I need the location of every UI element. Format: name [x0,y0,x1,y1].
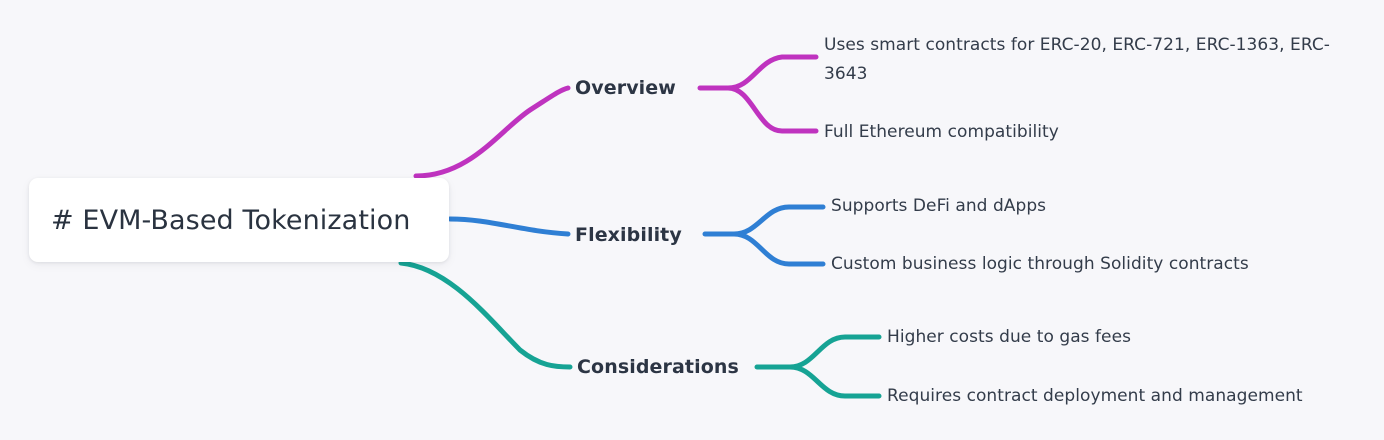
root-node[interactable]: # EVM-Based Tokenization [29,178,449,262]
leaf-node-ethereum-compatibility[interactable]: Full Ethereum compatibility [824,122,1059,142]
leaf-node-gas-fees[interactable]: Higher costs due to gas fees [887,327,1131,347]
branch-node-overview[interactable]: Overview [575,77,676,99]
branch-node-flexibility[interactable]: Flexibility [575,224,682,246]
edge-root-to-flexibility [447,216,571,237]
branch-node-considerations[interactable]: Considerations [577,356,739,378]
leaf-node-defi-dapps[interactable]: Supports DeFi and dApps [831,196,1047,216]
leaf-node-contract-deployment[interactable]: Requires contract deployment and managem… [887,386,1303,406]
root-node-label: # EVM-Based Tokenization [51,204,411,236]
edge-root-to-considerations [398,260,573,370]
edge-considerations-to-deploy [787,364,882,399]
edge-overview-to-eth [725,85,819,134]
edge-flexibility-to-solidity [731,231,826,267]
edge-root-to-overview [413,85,571,179]
leaf-node-erc-standards[interactable]: Uses smart contracts for ERC-20, ERC-721… [824,35,1330,84]
leaf-node-solidity-contracts[interactable]: Custom business logic through Solidity c… [831,254,1249,274]
